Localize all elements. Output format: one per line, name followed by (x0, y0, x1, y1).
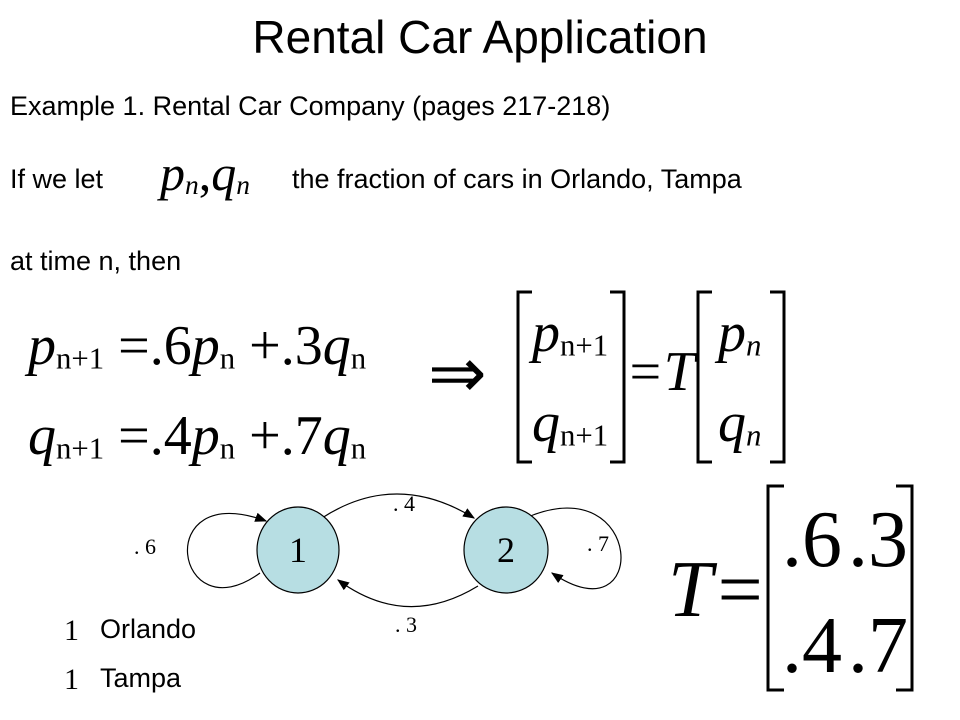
node-1 (256, 506, 340, 594)
eq2-v2: q (322, 405, 351, 467)
q-symbol: q (211, 145, 237, 201)
vnow-bottom: q (718, 392, 746, 454)
edge-1-2-label: . 4 (393, 491, 415, 516)
bracket-left-next (516, 290, 532, 464)
bracket-right-now (770, 290, 786, 464)
vnow-top: p (718, 302, 746, 364)
let-suffix: the fraction of cars in Orlando, Tampa (292, 164, 742, 194)
eq1-v1-sub: n (219, 341, 236, 376)
implies-arrow: ⇒ (428, 336, 487, 413)
vector-next-top: pn+1 (532, 305, 608, 361)
equation-2: qn+1 =.4pn +.7qn (28, 408, 366, 464)
eq2-v2-sub: n (350, 431, 367, 466)
vector-next-bottom: qn+1 (532, 395, 608, 451)
eq2-plus: + (249, 405, 281, 467)
legend-orlando: Orlando (100, 614, 197, 644)
matrix-r1c2: .3 (848, 496, 908, 584)
vector-now-bottom: qn (718, 395, 761, 451)
vn-bottom: q (532, 392, 560, 454)
bracket-left-matrix (766, 484, 784, 692)
vnow-top-sub: n (746, 328, 762, 363)
vn-top-sub: n+1 (560, 328, 609, 363)
matrix-lhs: T= (668, 546, 767, 634)
slide-title: Rental Car Application (252, 11, 708, 63)
eq2-c1: .4 (149, 405, 192, 467)
eq1-lhs-sub: n+1 (56, 341, 105, 376)
eq1-plus: + (249, 315, 281, 377)
let-prefix: If we let (10, 164, 104, 194)
node-2-label: 2 (497, 530, 515, 570)
eq2-c2: .7 (280, 405, 323, 467)
q-sub: n (236, 169, 250, 201)
loop-1 (187, 512, 268, 589)
eq1-c1: .6 (149, 315, 192, 377)
vn-top: p (532, 302, 560, 364)
eq1-lhs: p (28, 315, 56, 377)
time-line: at time n, then (10, 246, 182, 276)
vn-bottom-sub: n+1 (560, 418, 609, 453)
legend-num-1: 1 (64, 614, 79, 647)
bracket-right-next (610, 290, 626, 464)
eq2-op: = (118, 405, 150, 467)
eq1-v2-sub: n (350, 341, 367, 376)
pq-symbols: pn,qn (160, 148, 250, 199)
matrix-r2c2: .7 (848, 602, 908, 690)
eq1-op: = (118, 315, 150, 377)
eq2-v1: p (191, 405, 220, 467)
edge-2-to-1 (337, 579, 479, 608)
matrix-r2c1: .4 (782, 602, 842, 690)
equals-T: =T (626, 341, 695, 403)
node-1-label: 1 (289, 530, 307, 570)
eq1-v1: p (191, 315, 220, 377)
eq2-v1-sub: n (219, 431, 236, 466)
equation-1: pn+1 =.6pn +.3qn (28, 318, 366, 374)
bracket-left-now (696, 290, 712, 464)
matrix-r1c1: .6 (782, 496, 842, 584)
example-line: Example 1. Rental Car Company (pages 217… (10, 91, 611, 121)
comma-symbol: , (198, 145, 212, 201)
bracket-right-matrix (896, 484, 914, 692)
eq1-c2: .3 (280, 315, 323, 377)
vnow-bottom-sub: n (746, 418, 762, 453)
vector-now-top: pn (718, 305, 761, 361)
loop-2-label: . 7 (587, 531, 609, 556)
eq2-lhs-sub: n+1 (56, 431, 105, 466)
eq2-lhs: q (28, 405, 56, 467)
legend-tampa: Tampa (100, 663, 182, 693)
eq1-v2: q (322, 315, 351, 377)
loop-1-label: . 6 (134, 534, 156, 559)
loop-2 (527, 507, 622, 590)
edge-1-to-2 (321, 493, 476, 519)
legend-num-2: 1 (64, 663, 79, 696)
p-sub: n (185, 169, 199, 201)
edge-2-1-label: . 3 (395, 612, 417, 637)
p-symbol: p (160, 145, 185, 201)
node-2 (463, 506, 549, 594)
